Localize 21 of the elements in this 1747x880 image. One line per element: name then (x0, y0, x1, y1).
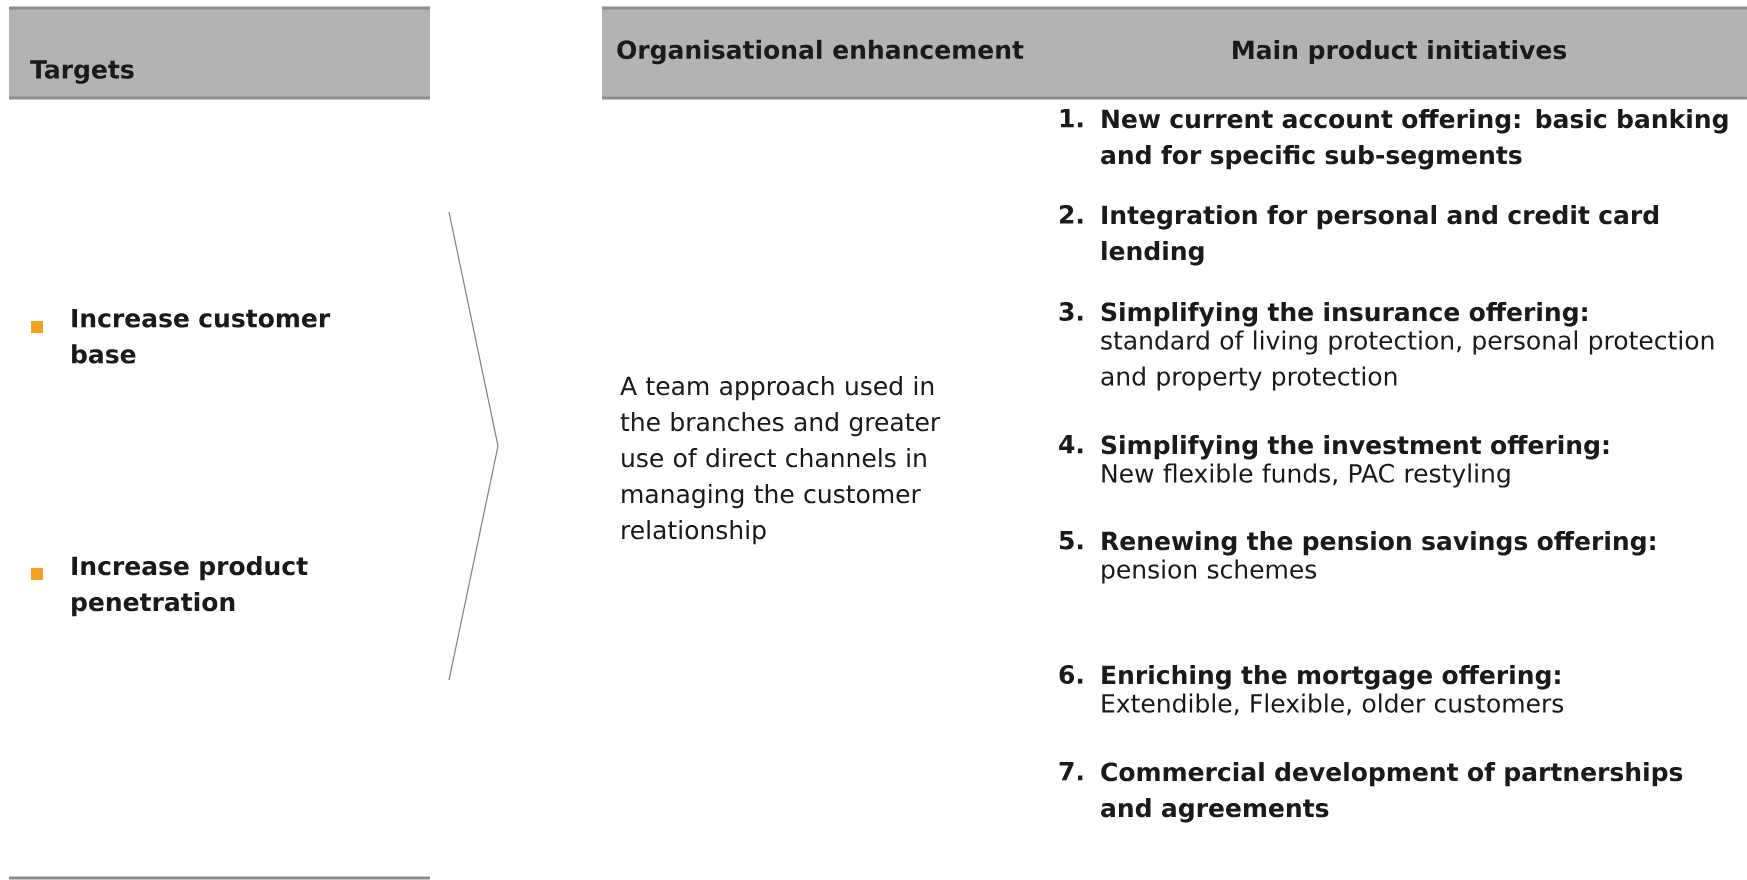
target-text: Increase product penetration (72, 556, 308, 617)
list-number: 6. (1059, 665, 1083, 684)
list-number: 3. (1059, 302, 1083, 321)
item-description: standard of living protection, personal protection and property protection (1101, 330, 1714, 391)
item-heading: Simplifying the investment offering: (1101, 435, 1609, 460)
item-description: pension schemes (1102, 559, 1317, 584)
list-number: 5. (1059, 531, 1083, 550)
target-text: Increase customer base (72, 309, 331, 364)
paragraph: A team approach used in the branches and greater use of direct channels in managing the customer relationship (620, 376, 941, 545)
list-number: 2. (1060, 205, 1083, 224)
list-number: 7. (1059, 762, 1083, 781)
item-description: Extendible, Flexible, older customers (1102, 693, 1564, 716)
header-bar: Organisational enhancement Main product initiatives (602, 6, 1747, 100)
header-bar: Targets (9, 6, 430, 100)
item-heading: Renewing the pension savings offering: (1102, 531, 1655, 556)
item-heading: Simplifying the insurance offering: (1101, 302, 1587, 327)
item-heading: Enriching the mortgage offering: (1102, 665, 1560, 690)
list-number: 4. (1059, 435, 1083, 454)
item-description: New flexible funds, PAC restyling (1102, 463, 1510, 488)
item-heading: Commercial development of partnerships and agreements (1101, 762, 1683, 823)
item-heading: Integration for personal and credit card lending (1102, 205, 1659, 266)
